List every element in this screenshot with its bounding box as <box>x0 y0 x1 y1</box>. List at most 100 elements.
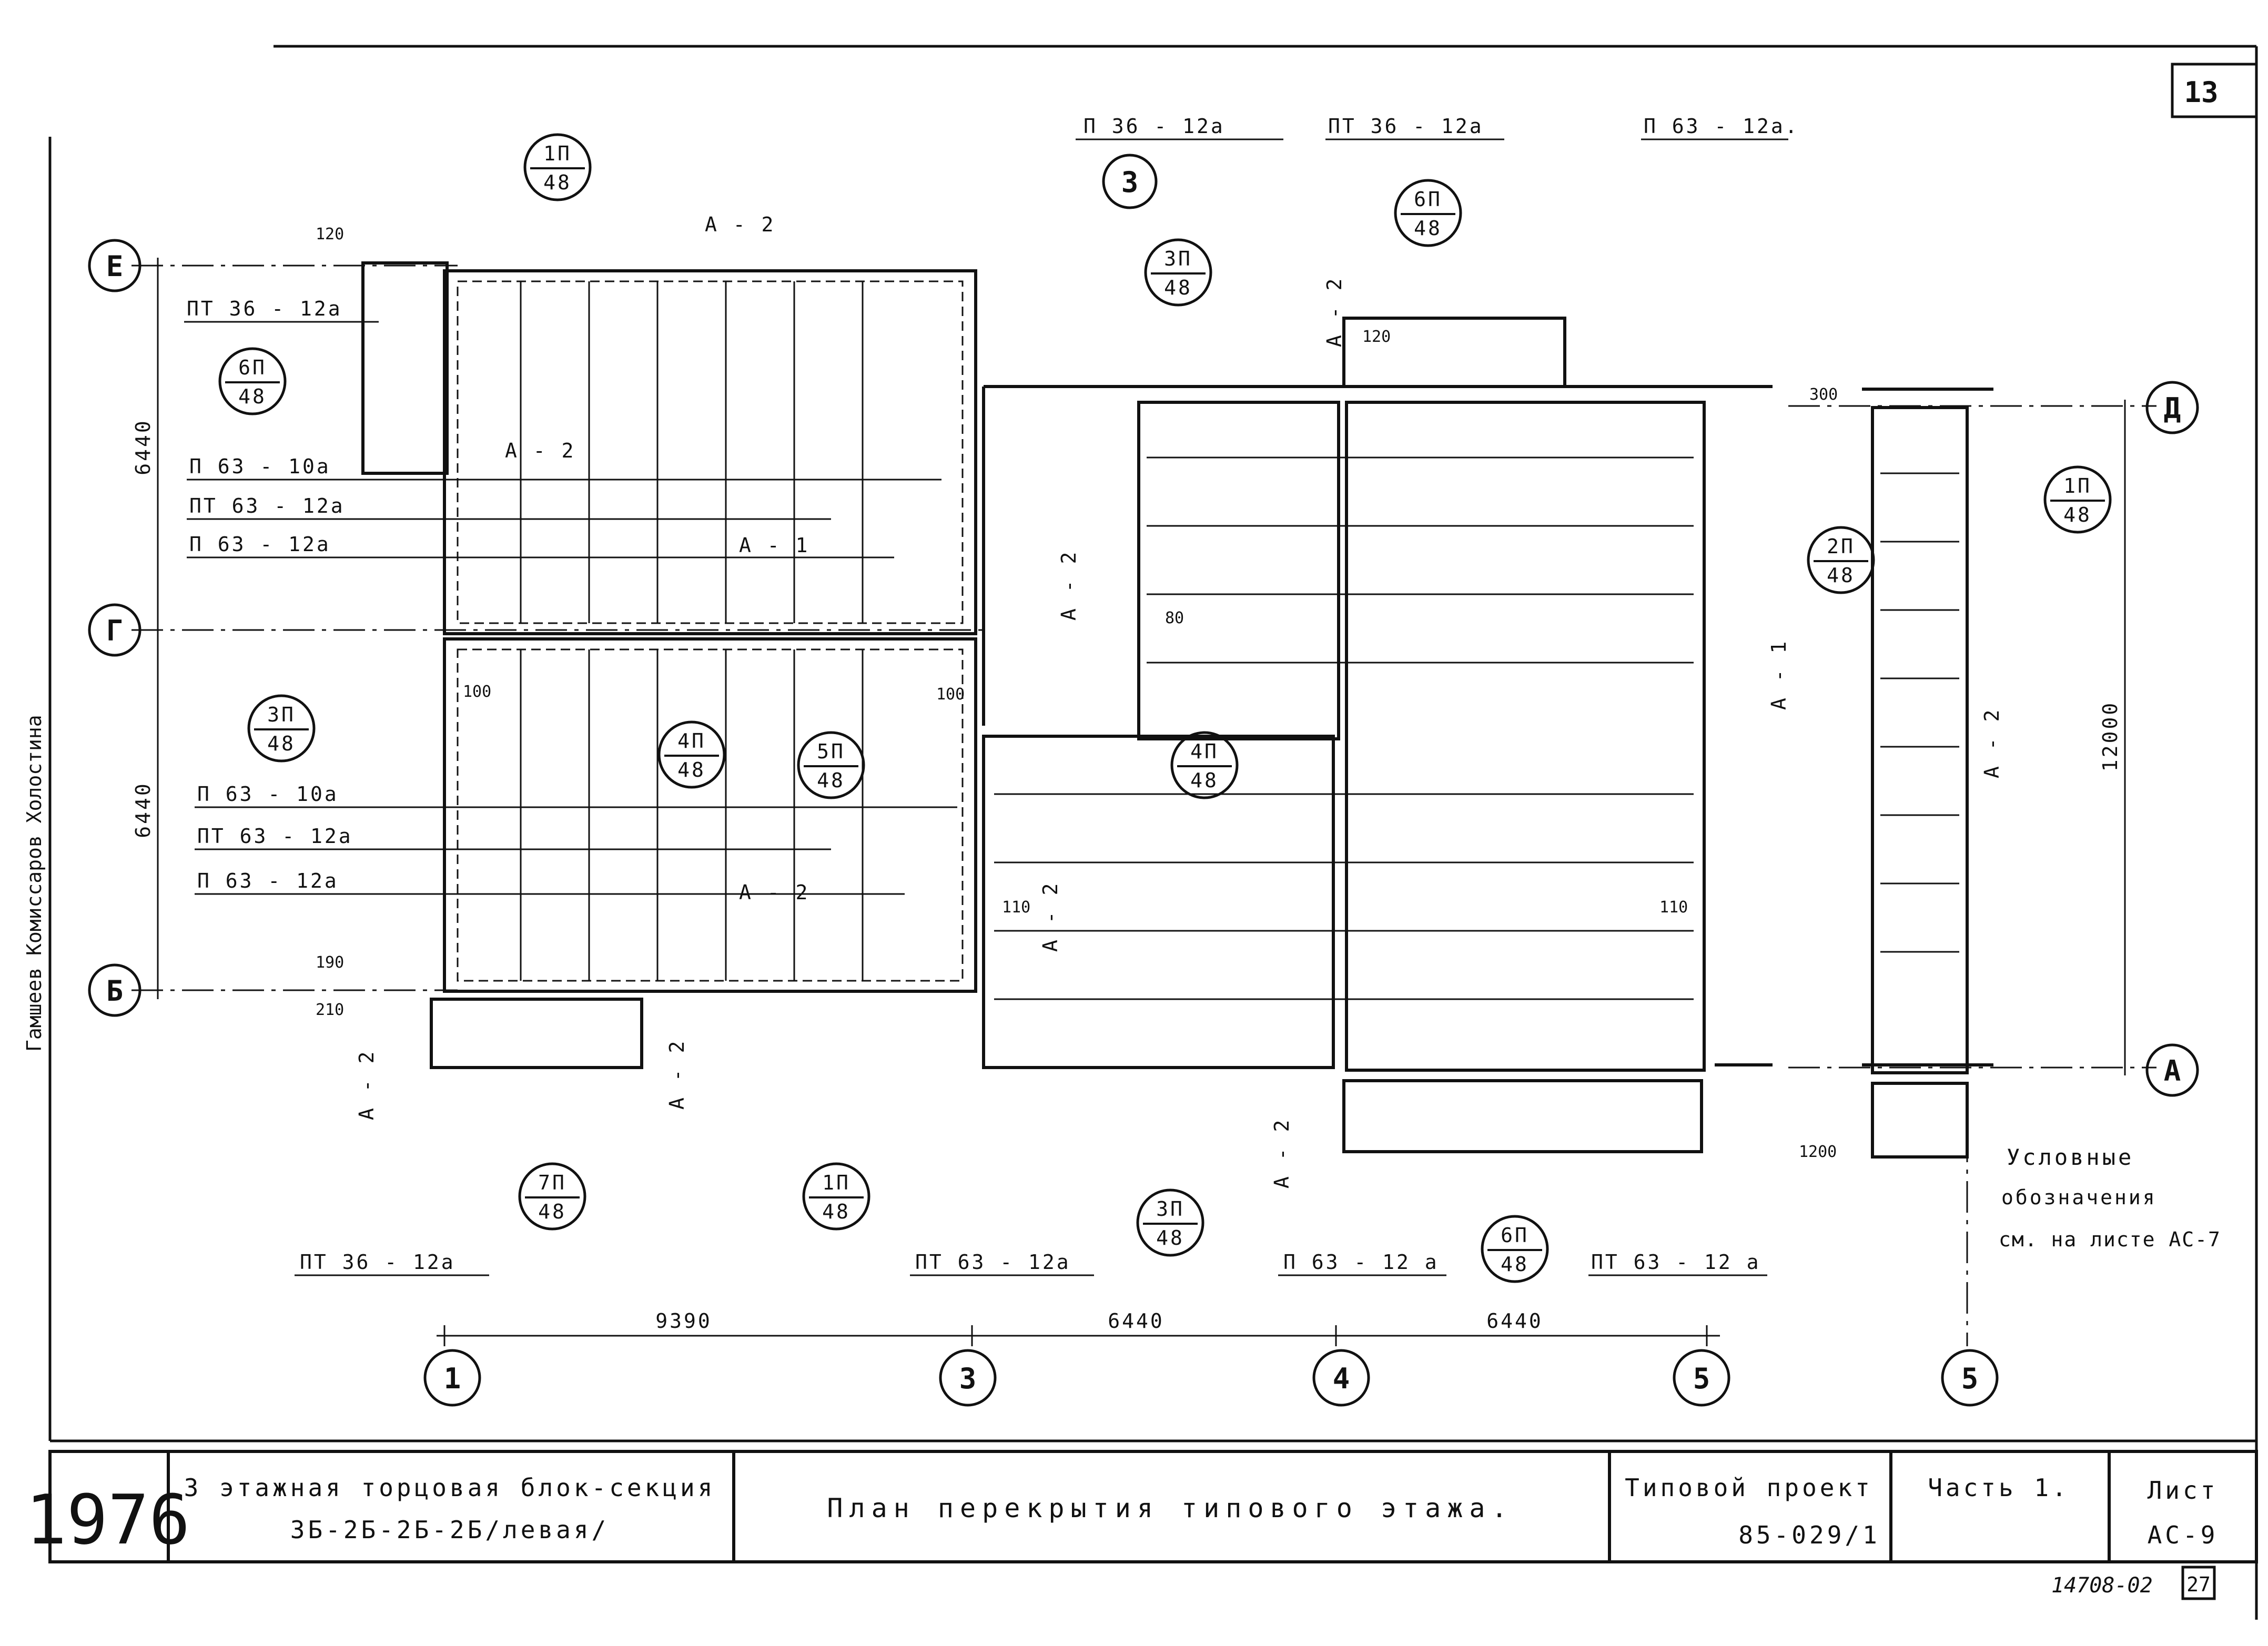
svg-text:48: 48 <box>267 732 296 755</box>
axis-label-3-top: 3 <box>1121 166 1139 199</box>
dim-small-1: 120 <box>316 225 344 243</box>
svg-text:1П: 1П <box>822 1171 850 1194</box>
dim-bottom-3: 6440 <box>1486 1309 1543 1333</box>
title-year: 1976 <box>25 1480 190 1560</box>
axis-label-D: Д <box>2164 392 2181 425</box>
dim-small-9: 110 <box>1659 898 1688 917</box>
svg-text:4П: 4П <box>677 729 706 753</box>
svg-text:3П: 3П <box>1156 1197 1184 1221</box>
sheet-number: 13 <box>2184 76 2218 109</box>
axis-label-1: 1 <box>444 1362 461 1395</box>
anchor-label-1: А - 2 <box>705 213 775 236</box>
callout-1: 1П 48 <box>523 133 592 201</box>
dim-left-1: 6440 <box>131 419 155 475</box>
slab-label-9: ПТ 36 - 12а <box>1328 115 1484 138</box>
axis-label-A: А <box>2164 1054 2181 1088</box>
anchor-label-6: А - 2 <box>1057 550 1080 621</box>
slab-labels: ПТ 36 - 12а П 63 - 10а ПТ 63 - 12а П 63 … <box>187 115 1799 1274</box>
callouts: 1П 48 6П 48 3П 48 6П 48 1П 48 <box>218 133 2112 1283</box>
anchor-label-3: А - 2 <box>505 439 575 462</box>
svg-text:3П: 3П <box>267 703 296 726</box>
slab-label-7: П 63 - 12а <box>197 869 339 892</box>
svg-text:48: 48 <box>1501 1253 1529 1276</box>
anchor-label-11: А - 2 <box>1270 1118 1293 1188</box>
axis-label-5: 5 <box>1693 1362 1710 1395</box>
dim-left-2: 6440 <box>131 781 155 838</box>
svg-text:4П: 4П <box>1190 740 1219 763</box>
slab-label-12: ПТ 63 - 12а <box>915 1251 1071 1274</box>
svg-text:6П: 6П <box>1501 1224 1529 1247</box>
slab-label-8: П 36 - 12а <box>1084 115 1225 138</box>
callout-8: 4П 48 <box>657 720 726 789</box>
left-block-joints <box>520 281 864 981</box>
callout-10: 4П 48 <box>1170 731 1239 799</box>
dim-small-7: 300 <box>1809 385 1838 404</box>
dim-small-3: 210 <box>316 1001 344 1019</box>
slab-label-leaders <box>184 138 1788 1276</box>
axis-label-4: 4 <box>1333 1362 1350 1395</box>
svg-text:48: 48 <box>1827 564 1855 587</box>
slab-label-5: П 63 - 10а <box>197 783 339 806</box>
approvals-side-text: Гамшеев Комиссаров Холостина <box>23 715 46 1052</box>
title-block <box>48 1450 2258 1563</box>
title-list-code: АС-9 <box>2148 1521 2219 1549</box>
svg-text:48: 48 <box>1190 769 1219 792</box>
dim-right: 12000 <box>2099 701 2122 771</box>
dim-bottom-1: 9390 <box>655 1309 712 1333</box>
callout-7: 3П 48 <box>247 694 316 763</box>
axis-label-3: 3 <box>959 1362 977 1395</box>
title-project-label: Типовой проект <box>1625 1474 1873 1502</box>
archive-page: 27 <box>2186 1573 2211 1596</box>
svg-text:7П: 7П <box>538 1171 566 1194</box>
slab-label-1: ПТ 36 - 12а <box>187 297 342 320</box>
anchor-label-12: А - 2 <box>1980 708 2003 778</box>
dim-small-8: 1200 <box>1799 1143 1837 1161</box>
title-object-line-2: 3Б-2Б-2Б-2Б/левая/ <box>290 1516 610 1544</box>
callout-12: 1П 48 <box>802 1162 870 1231</box>
right-block-joints <box>1880 472 1959 953</box>
center-block-joints <box>994 456 1694 1000</box>
title-project-code: 85-029/1 <box>1738 1521 1880 1549</box>
svg-text:6П: 6П <box>1414 188 1442 211</box>
left-block-inner <box>457 280 964 982</box>
slab-label-10: П 63 - 12а. <box>1644 115 1799 138</box>
slab-label-11: ПТ 36 - 12а <box>300 1251 455 1274</box>
small-dimensions: 120 190 210 100 110 80 300 1200 110 100 … <box>316 225 1838 1161</box>
slab-label-2: П 63 - 10а <box>189 455 331 478</box>
axis-lines <box>131 265 2156 1346</box>
axis-label-B: Б <box>106 974 124 1008</box>
title-part: Часть 1. <box>1928 1474 2070 1502</box>
legend-line-2: обозначения <box>2001 1186 2157 1209</box>
svg-text:48: 48 <box>538 1200 566 1223</box>
callout-6: 2П 48 <box>1807 526 1875 594</box>
axis-label-E: Е <box>106 250 124 283</box>
dimension-lines <box>157 258 2126 1337</box>
anchor-label-10: А - 2 <box>665 1039 688 1110</box>
legend-line-1: Условные <box>2007 1144 2134 1170</box>
anchor-label-8: А - 2 <box>1323 277 1346 347</box>
anchor-label-2: А - 1 <box>739 534 809 557</box>
sheet-frame <box>48 45 2258 1620</box>
center-block-slabs <box>982 317 1773 1153</box>
callout-9: 5П 48 <box>797 731 865 799</box>
callout-4: 6П 48 <box>1394 179 1462 247</box>
legend-line-3: см. на листе АС-7 <box>1999 1228 2221 1251</box>
anchor-label-4: А - 2 <box>739 881 809 904</box>
dim-small-2: 190 <box>316 953 344 972</box>
right-block-slabs <box>1862 388 1993 1159</box>
svg-text:3П: 3П <box>1164 247 1192 270</box>
callout-11: 7П 48 <box>518 1162 586 1231</box>
axis-label-5-right: 5 <box>1961 1362 1979 1395</box>
svg-text:1П: 1П <box>2063 474 2092 497</box>
svg-text:48: 48 <box>543 171 572 194</box>
anchor-label-7: А - 2 <box>1039 881 1062 952</box>
dim-bottom-2: 6440 <box>1108 1309 1165 1333</box>
svg-text:48: 48 <box>1156 1226 1184 1249</box>
dim-small-10: 100 <box>936 685 965 704</box>
dim-small-4: 100 <box>463 683 491 701</box>
callout-5: 1П 48 <box>2043 465 2112 534</box>
callout-3: 3П 48 <box>1144 238 1212 307</box>
title-sheet-name: План перекрытия типового этажа. <box>827 1493 1513 1523</box>
title-list-label: Лист <box>2148 1476 2219 1505</box>
